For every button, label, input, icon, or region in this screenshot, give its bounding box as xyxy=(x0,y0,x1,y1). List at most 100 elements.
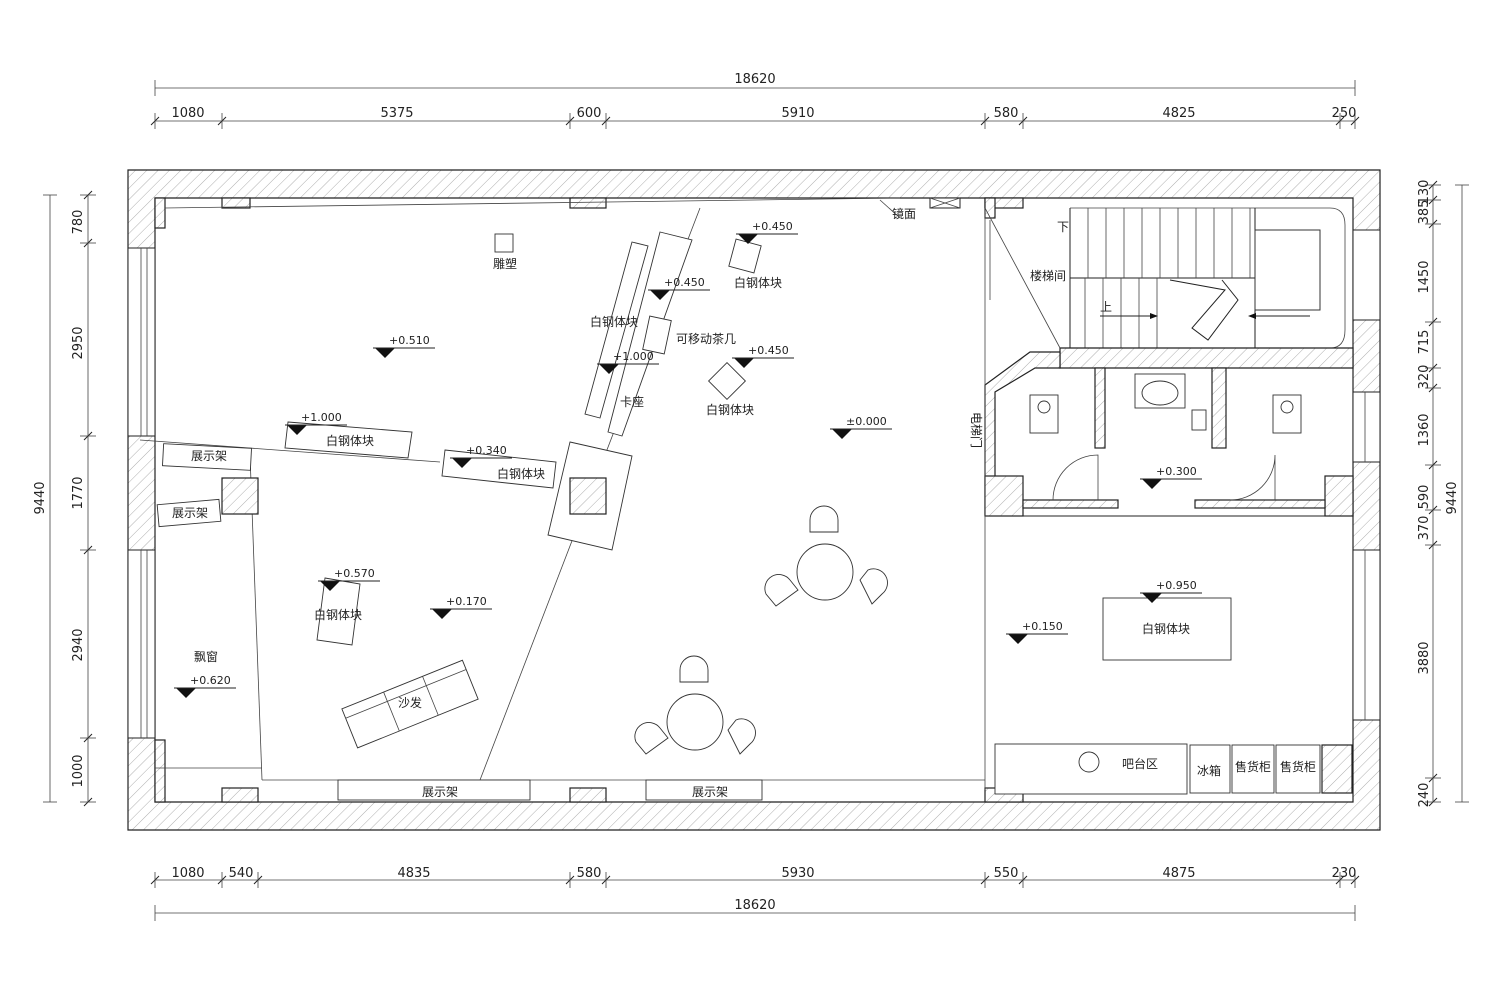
level-marker: +0.950 xyxy=(1140,579,1202,603)
label-cabinet-2: 售货柜 xyxy=(1280,759,1316,774)
dim-right-6: 1360 xyxy=(1417,413,1432,446)
level-label: +0.450 xyxy=(752,220,793,233)
label-steel-block-6: 白钢体块 xyxy=(314,607,362,622)
level-marker: +0.510 xyxy=(373,334,435,358)
column-bar xyxy=(1321,744,1353,794)
text-labels: 雕塑 白钢体块 白钢体块 可移动茶几 卡座 白钢体块 镜面 白钢体块 白钢体块 … xyxy=(172,206,1316,799)
display-rack-bottom-1 xyxy=(337,779,531,801)
label-steel-block-3: 白钢体块 xyxy=(706,402,754,417)
restrooms xyxy=(984,351,1354,517)
label-cabinet-1: 售货柜 xyxy=(1235,759,1271,774)
dim-right-7: 590 xyxy=(1417,485,1432,510)
table-set-1 xyxy=(764,505,888,607)
dim-top-5: 580 xyxy=(994,106,1019,121)
dim-bot-8: 230 xyxy=(1332,866,1357,881)
dim-bot-6: 550 xyxy=(994,866,1019,881)
dim-left-total: 9440 xyxy=(33,481,48,514)
dim-bot-5: 5930 xyxy=(781,866,814,881)
dim-top-4: 5910 xyxy=(781,106,814,121)
dim-left-1: 780 xyxy=(71,210,86,235)
label-sculpture: 雕塑 xyxy=(493,256,517,271)
furniture xyxy=(156,231,1353,801)
label-elevator: 电梯门 xyxy=(969,412,984,448)
level-label: +1.000 xyxy=(301,411,342,424)
level-label: +0.170 xyxy=(446,595,487,608)
label-steel-block-2: 白钢体块 xyxy=(590,314,638,329)
level-marker: +0.340 xyxy=(450,444,512,468)
level-label: +0.450 xyxy=(748,344,789,357)
column-left xyxy=(221,477,259,515)
label-up: 上 xyxy=(1100,300,1112,314)
level-label: ±0.000 xyxy=(846,415,887,428)
steel-block-long-1 xyxy=(584,241,649,419)
dimension-texts: 18620 1080 5375 600 5910 580 4825 250 10… xyxy=(33,72,1460,913)
dim-top-1: 1080 xyxy=(171,106,204,121)
label-steel-block-1: 白钢体块 xyxy=(734,275,782,290)
label-steel-block-7: 白钢体块 xyxy=(1142,621,1190,636)
dim-right-2: 385 xyxy=(1417,200,1432,225)
level-marker: +0.620 xyxy=(174,674,236,698)
label-bar-area: 吧台区 xyxy=(1122,756,1158,771)
level-label: +0.450 xyxy=(664,276,705,289)
steel-block-lower-left xyxy=(316,577,361,646)
dim-left-2: 2950 xyxy=(71,326,86,359)
dim-right-3: 1450 xyxy=(1417,260,1432,293)
level-label: +0.340 xyxy=(466,444,507,457)
dim-bot-1: 1080 xyxy=(171,866,204,881)
label-sofa: 沙发 xyxy=(398,695,422,710)
steel-block-bar xyxy=(1102,597,1232,661)
display-rack-bottom-2 xyxy=(645,779,763,801)
dim-right-10: 240 xyxy=(1417,783,1432,808)
dim-top-3: 600 xyxy=(577,106,602,121)
label-movable-table: 可移动茶几 xyxy=(676,331,736,346)
level-label: +0.950 xyxy=(1156,579,1197,592)
level-markers: +0.450 +0.450 +0.510 +1.000 +0.450 ±0.000 +1.0… xyxy=(174,220,1202,698)
label-display-rack-1: 展示架 xyxy=(191,449,227,463)
label-display-rack-2: 展示架 xyxy=(172,506,208,520)
dim-right-9: 3880 xyxy=(1417,641,1432,674)
dim-right-5: 320 xyxy=(1417,365,1432,390)
dim-top-7: 250 xyxy=(1332,106,1357,121)
stairwell: 下 上 楼梯间 xyxy=(984,197,1354,369)
display-rack-left-2 xyxy=(156,498,222,528)
label-stairwell: 楼梯间 xyxy=(1030,268,1066,283)
level-marker: +0.150 xyxy=(1006,620,1068,644)
dim-top-6: 4825 xyxy=(1162,106,1195,121)
level-marker: +0.570 xyxy=(318,567,380,591)
dim-bot-2: 540 xyxy=(229,866,254,881)
sculpture-block xyxy=(494,233,514,253)
level-label: +0.510 xyxy=(389,334,430,347)
steel-block-small xyxy=(728,238,762,274)
level-label: +0.570 xyxy=(334,567,375,580)
fridge xyxy=(1189,744,1231,794)
dim-right-8: 370 xyxy=(1417,516,1432,541)
level-marker: +0.170 xyxy=(430,595,492,619)
bar-sink xyxy=(1078,751,1100,773)
dim-bot-7: 4875 xyxy=(1162,866,1195,881)
cabinet-1 xyxy=(1231,744,1275,794)
steel-block-left xyxy=(284,421,413,459)
level-marker: +1.000 xyxy=(597,350,659,374)
dim-right-4: 715 xyxy=(1417,330,1432,355)
level-marker: +0.450 xyxy=(736,220,798,244)
steel-block-diamond xyxy=(707,361,747,401)
level-marker: +0.300 xyxy=(1140,465,1202,489)
label-steel-block-4: 白钢体块 xyxy=(326,433,374,448)
display-rack-left-1 xyxy=(162,443,252,471)
level-label: +0.300 xyxy=(1156,465,1197,478)
column-center xyxy=(569,477,607,515)
level-marker: +1.000 xyxy=(285,411,347,435)
dim-bot-total: 18620 xyxy=(734,898,775,913)
label-booth: 卡座 xyxy=(620,394,644,409)
dim-left-4: 2940 xyxy=(71,628,86,661)
sofa xyxy=(341,659,479,749)
cabinet-2 xyxy=(1275,744,1321,794)
dim-left-5: 1000 xyxy=(71,754,86,787)
outer-walls xyxy=(127,169,1381,831)
level-marker: +0.450 xyxy=(648,276,710,300)
dim-right-1: 130 xyxy=(1417,180,1432,205)
label-steel-block-5: 白钢体块 xyxy=(497,466,545,481)
movable-table xyxy=(642,315,672,355)
dim-bot-3: 4835 xyxy=(397,866,430,881)
